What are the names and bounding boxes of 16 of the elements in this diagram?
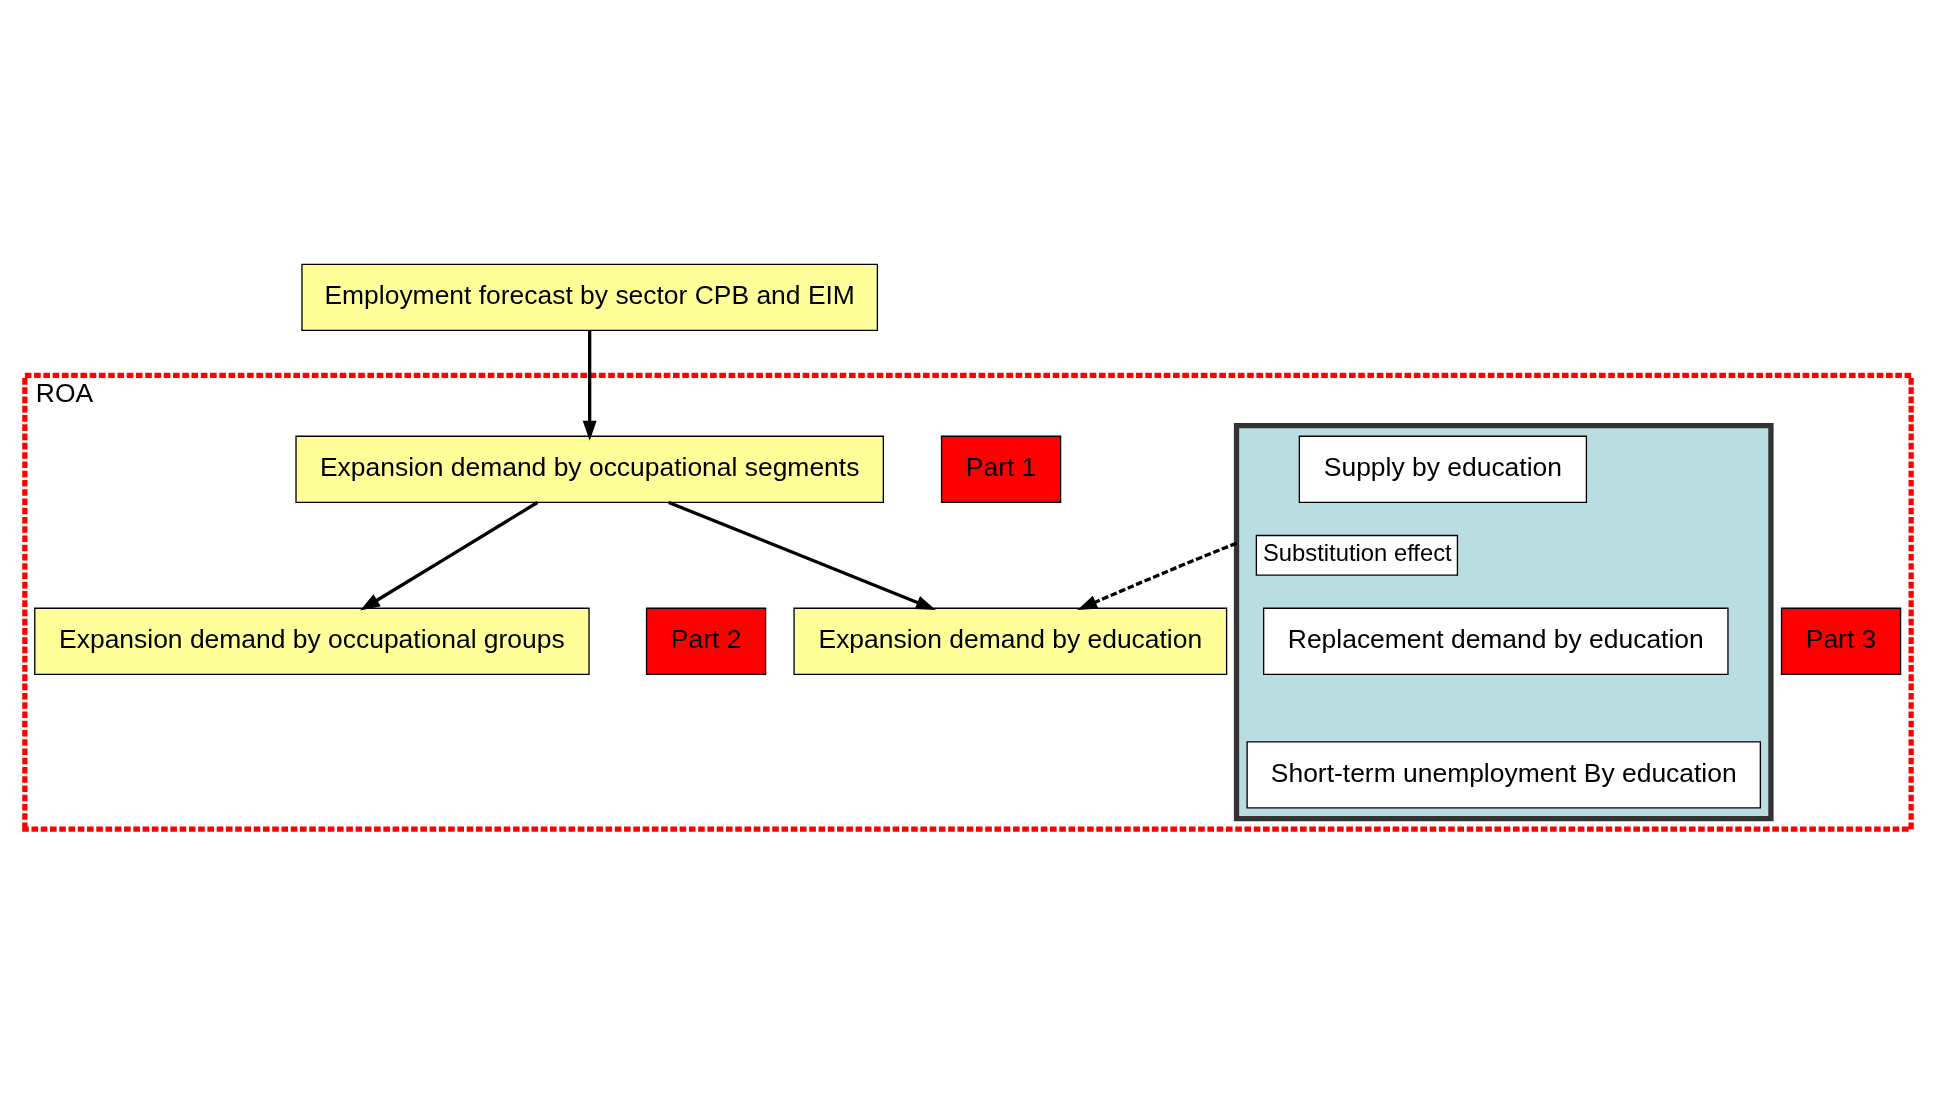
arrow bbox=[1077, 541, 1238, 610]
node-box: Supply by education bbox=[1298, 435, 1588, 503]
node-box: Expansion demand by education bbox=[793, 607, 1228, 675]
node-box: Short-term unemployment By education bbox=[1246, 740, 1761, 809]
arrow bbox=[360, 500, 539, 611]
node-box: Part 3 bbox=[1780, 607, 1902, 675]
node-box: Expansion demand by occupational segments bbox=[295, 435, 884, 503]
arrow bbox=[668, 500, 936, 610]
node-box: Part 2 bbox=[645, 607, 767, 675]
edge-label: Substitution effect bbox=[1262, 538, 1452, 566]
node-box: Expansion demand by occupational groups bbox=[34, 607, 590, 675]
arrow bbox=[582, 330, 597, 441]
node-box: Part 1 bbox=[940, 435, 1062, 503]
node-box: Employment forecast by sector CPB and EIM bbox=[301, 263, 879, 331]
node-box: Replacement demand by education bbox=[1263, 607, 1729, 675]
cluster bbox=[1233, 422, 1774, 821]
